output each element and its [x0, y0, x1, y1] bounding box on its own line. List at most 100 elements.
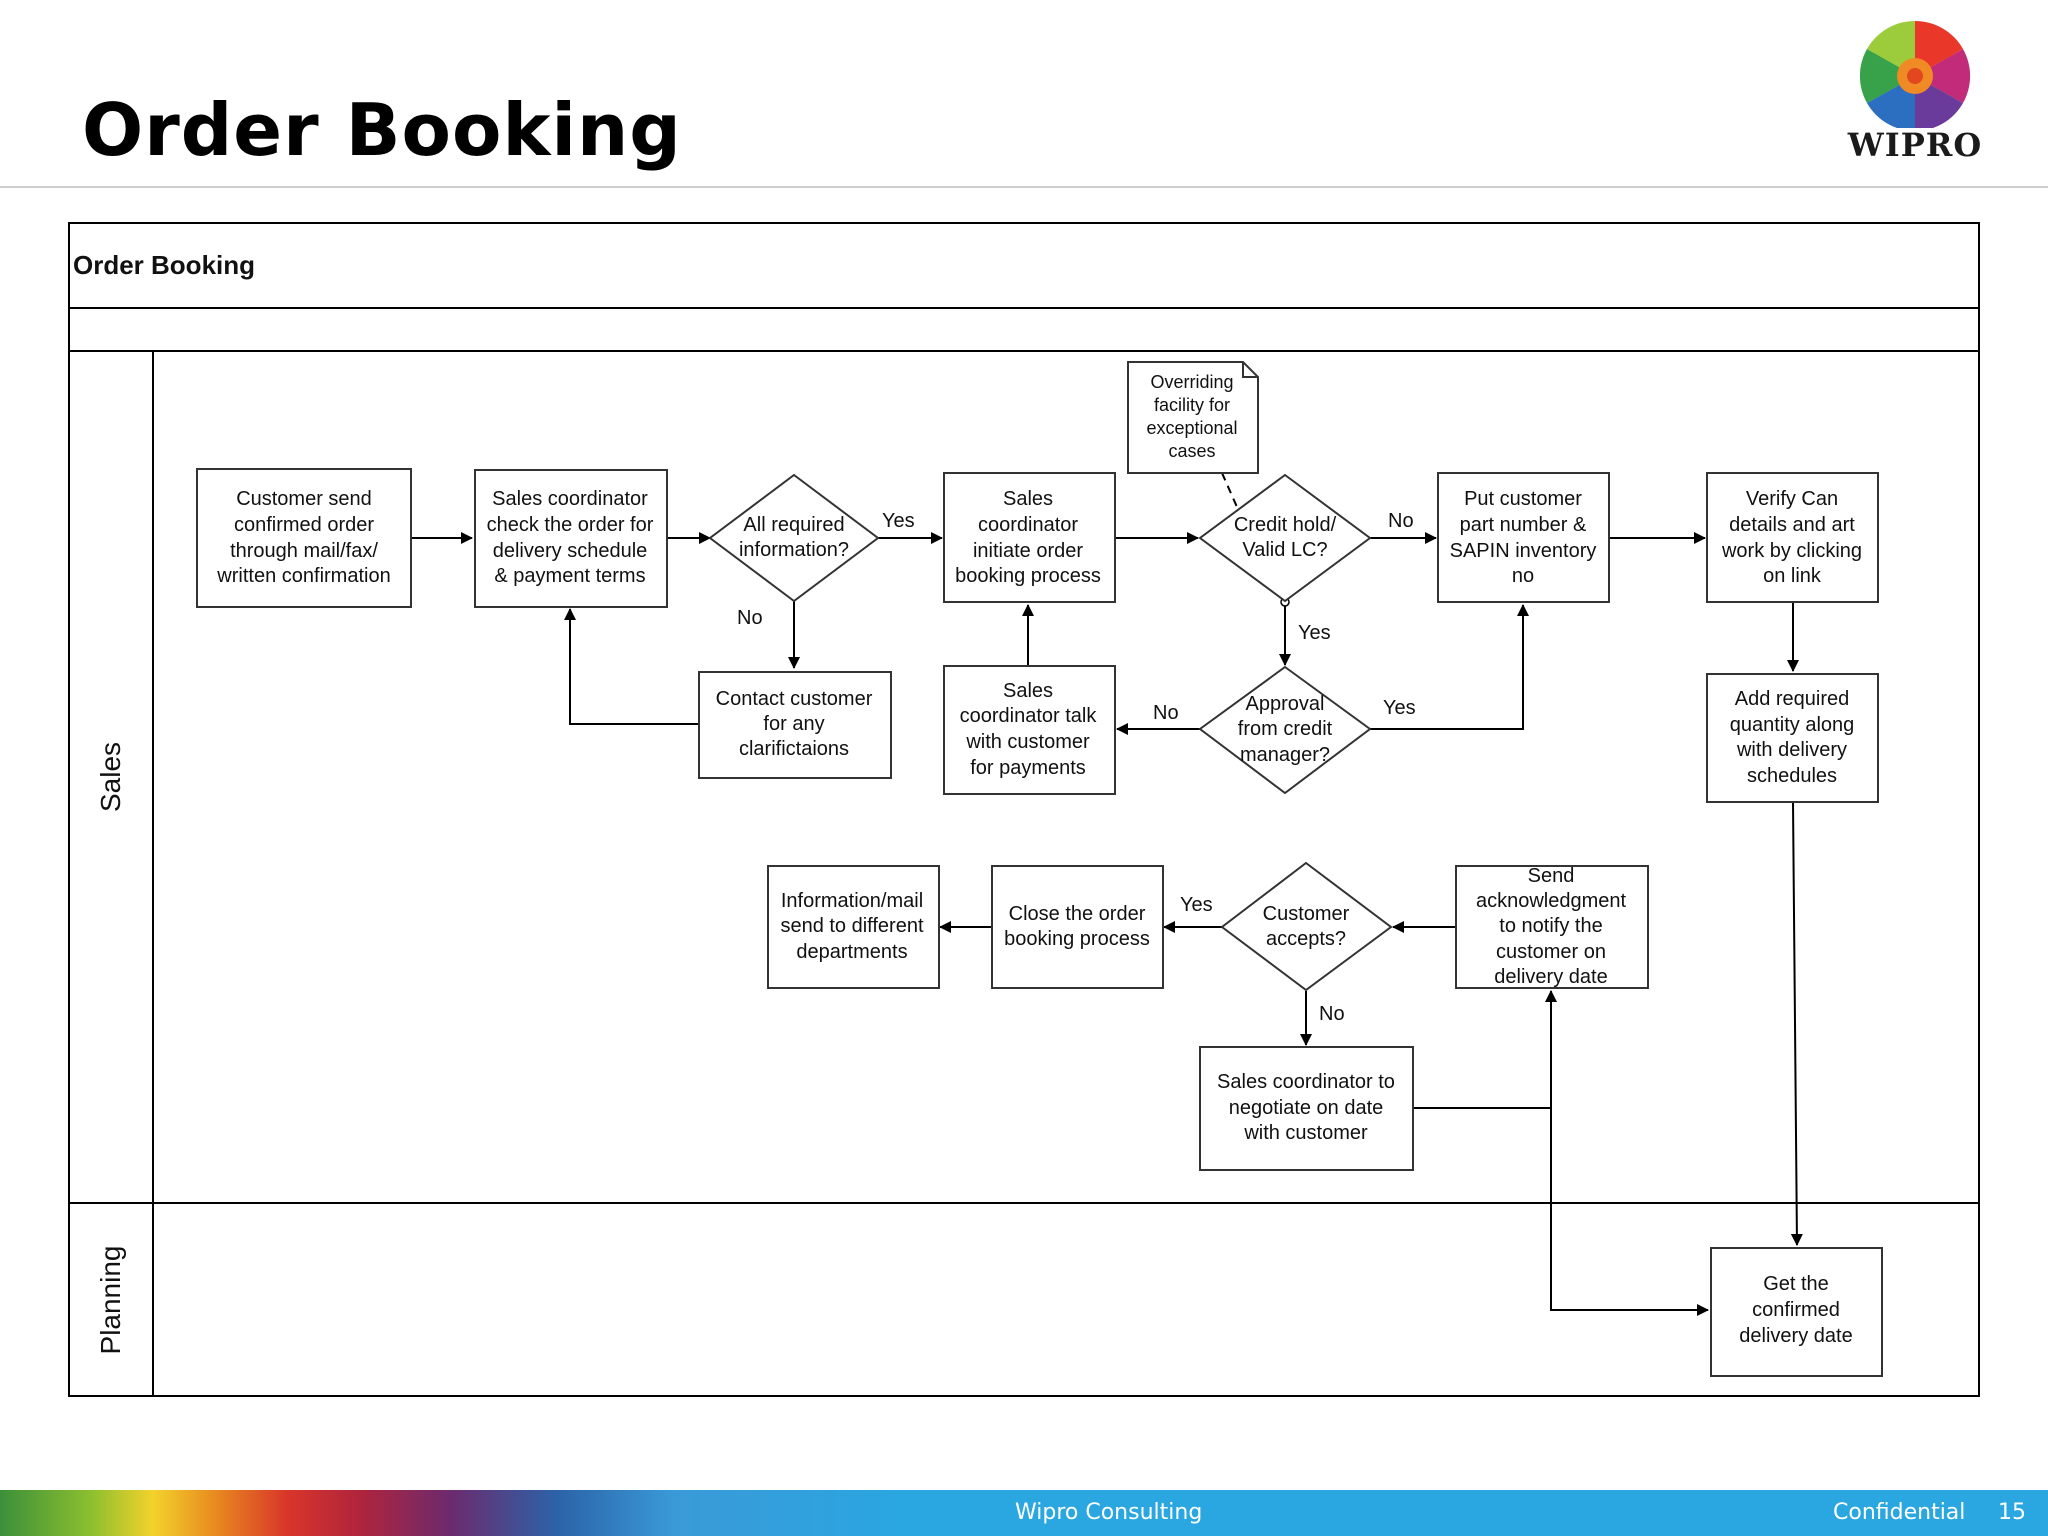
label-close-order-2: booking process — [1004, 928, 1150, 950]
label-customer-send-2: confirmed order — [234, 514, 374, 536]
label-info-mail-1: Information/mail — [781, 890, 923, 912]
label-talk-payments-2: coordinator talk — [960, 705, 1098, 727]
label-verify-can-2: details and art — [1729, 514, 1855, 536]
label-add-quantity-1: Add required — [1735, 688, 1850, 710]
node-initiate-booking — [943, 472, 1116, 603]
label-sales-check-2: check the order for — [487, 514, 654, 536]
node-info-mail — [767, 865, 940, 989]
node-talk-payments — [943, 665, 1116, 795]
footer-confidential: Confidential — [1833, 1500, 1966, 1525]
label-overriding-4: cases — [1168, 441, 1215, 461]
label-send-ack-1: Send — [1528, 865, 1575, 887]
wipro-logo: WIPRO — [1845, 18, 1985, 168]
label-talk-payments-1: Sales — [1003, 680, 1053, 702]
edge-label-no-all-required: No — [737, 607, 763, 629]
note-fold — [1242, 362, 1258, 378]
label-initiate-booking-2: coordinator — [978, 514, 1078, 536]
edge-negotiate-to-get-confirmed — [1550, 1108, 1709, 1316]
node-get-confirmed — [1710, 1247, 1883, 1377]
label-approval-3: manager? — [1240, 744, 1330, 766]
label-talk-payments-3: with customer — [965, 731, 1090, 753]
edge-add-to-get-confirmed — [1790, 802, 1803, 1246]
footer-company: Wipro Consulting — [1015, 1500, 1203, 1525]
lane-label-planning: Planning — [95, 1246, 126, 1355]
edge-label-no-customer-accepts: No — [1319, 1003, 1345, 1025]
label-negotiate-3: with customer — [1243, 1122, 1368, 1144]
label-initiate-booking-4: booking process — [955, 565, 1101, 587]
label-verify-can-4: on link — [1763, 565, 1822, 587]
label-initiate-booking-3: initiate order — [973, 540, 1083, 562]
label-all-required-1: All required — [743, 514, 844, 536]
label-put-part-4: no — [1512, 565, 1534, 587]
label-contact-customer-1: Contact customer — [716, 688, 873, 710]
label-verify-can-1: Verify Can — [1746, 488, 1838, 510]
label-approval-1: Approval — [1246, 693, 1325, 715]
node-credit-hold — [1198, 473, 1372, 603]
label-all-required-2: information? — [739, 539, 849, 561]
node-close-order — [991, 865, 1164, 989]
label-customer-send-3: through mail/fax/ — [230, 540, 378, 562]
label-overriding-3: exceptional — [1146, 418, 1237, 438]
edge-label-no-credit-hold: No — [1388, 510, 1414, 532]
page-number: 15 — [1998, 1500, 2026, 1525]
edge-label-yes-customer-accepts: Yes — [1180, 894, 1213, 916]
node-sales-check — [474, 469, 668, 608]
node-contact-customer — [698, 671, 892, 779]
label-send-ack-3: to notify the — [1499, 915, 1602, 937]
note-connector — [1221, 472, 1238, 508]
label-add-quantity-2: quantity along — [1730, 714, 1855, 736]
edge-negotiate-to-ack — [1414, 990, 1557, 1109]
label-put-part-1: Put customer — [1464, 488, 1582, 510]
label-get-confirmed-2: confirmed — [1752, 1299, 1840, 1321]
footer-flower-banner — [0, 1490, 900, 1536]
label-overriding-2: facility for — [1154, 395, 1230, 415]
label-initiate-booking-1: Sales — [1003, 488, 1053, 510]
label-get-confirmed-1: Get the — [1763, 1273, 1829, 1295]
edge-label-yes-approval: Yes — [1383, 697, 1416, 719]
label-credit-hold-2: Valid LC? — [1242, 539, 1327, 561]
label-negotiate-2: negotiate on date — [1229, 1097, 1384, 1119]
order-booking-flowchart: Order Booking Sales Planning — [68, 222, 1980, 1397]
label-info-mail-2: send to different — [780, 915, 924, 937]
label-talk-payments-4: for payments — [970, 757, 1086, 779]
edge-label-yes-credit-hold: Yes — [1298, 622, 1331, 644]
label-info-mail-3: departments — [796, 941, 907, 963]
node-put-part-number — [1437, 472, 1610, 603]
node-customer-send — [196, 468, 412, 608]
pool-title: Order Booking — [73, 250, 255, 280]
footer-bar: Wipro Consulting Confidential 15 — [0, 1490, 2048, 1536]
label-customer-accepts-1: Customer — [1263, 903, 1350, 925]
node-verify-can — [1706, 472, 1879, 603]
label-add-quantity-3: with delivery — [1736, 739, 1847, 761]
edge-label-yes-all-required: Yes — [882, 510, 915, 532]
label-send-ack-4: customer on — [1496, 941, 1606, 963]
label-put-part-3: SAPIN inventory — [1450, 540, 1597, 562]
label-send-ack-2: acknowledgment — [1476, 890, 1627, 912]
logo-text: WIPRO — [1847, 126, 1983, 164]
label-put-part-2: part number & — [1460, 514, 1587, 536]
label-customer-send-4: written confirmation — [216, 565, 390, 587]
label-send-ack-5: delivery date — [1494, 966, 1607, 988]
label-negotiate-1: Sales coordinator to — [1217, 1071, 1395, 1093]
label-get-confirmed-3: delivery date — [1739, 1325, 1852, 1347]
label-sales-check-1: Sales coordinator — [492, 488, 648, 510]
label-close-order-1: Close the order — [1009, 903, 1146, 925]
label-contact-customer-3: clarifictaions — [739, 738, 849, 760]
edge-approval-yes-to-put — [1370, 604, 1529, 730]
title-divider — [0, 186, 2048, 188]
label-customer-send-1: Customer send — [236, 488, 372, 510]
label-overriding-1: Overriding — [1150, 372, 1233, 392]
slide-title: Order Booking — [82, 88, 682, 172]
label-sales-check-4: & payment terms — [494, 565, 645, 587]
node-overriding-note — [1127, 361, 1259, 474]
node-all-required — [708, 473, 880, 603]
label-credit-hold-1: Credit hold/ — [1234, 514, 1337, 536]
node-add-quantity — [1706, 673, 1879, 803]
label-approval-2: from credit — [1238, 718, 1333, 740]
edge-label-no-approval: No — [1153, 702, 1179, 724]
node-send-ack — [1455, 865, 1649, 989]
lane-label-sales: Sales — [95, 742, 126, 812]
pool-frame — [68, 222, 1980, 1397]
label-contact-customer-2: for any — [763, 713, 824, 735]
node-approval — [1198, 665, 1372, 795]
